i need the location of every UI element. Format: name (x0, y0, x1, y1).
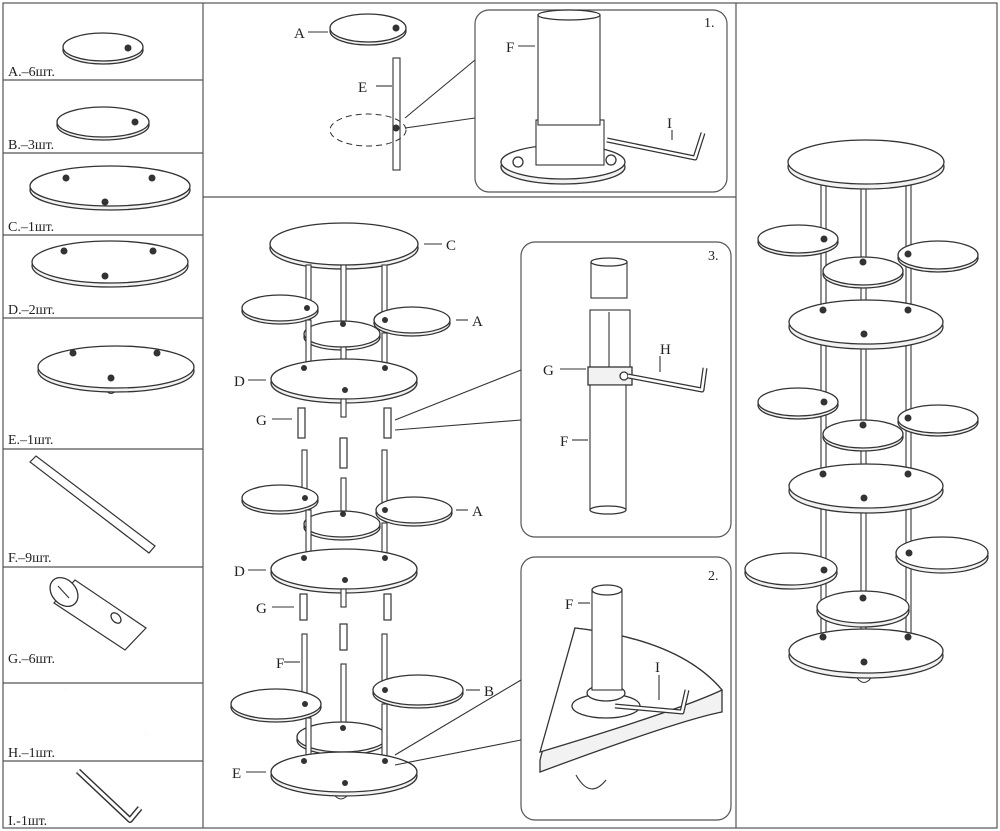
part-b-label: B.–3шт. (8, 138, 54, 153)
callout-g-inset3: G (543, 363, 554, 379)
callout-b: B (484, 684, 494, 700)
callout-d-upper: D (234, 374, 245, 390)
callout-d-lower: D (234, 564, 245, 580)
step-2-number: 2. (708, 569, 719, 584)
callout-e-top: E (358, 80, 367, 96)
part-f-tube (29, 455, 156, 554)
part-h-label: H.–1шт. (8, 746, 55, 761)
callout-c: C (446, 238, 456, 254)
callout-f-main: F (276, 656, 284, 672)
parts-list: A.–6шт. B.–3шт. C.–1шт. D.–2шт. (3, 32, 203, 829)
part-d-label: D.–2шт. (8, 303, 55, 318)
inset-step-3: 3. H G F (394, 241, 732, 538)
part-c-top-shelf (29, 165, 191, 211)
exploded-assembly: C A D G (230, 222, 494, 800)
callout-a-middle: A (472, 314, 483, 330)
part-e-label: E.–1шт. (8, 433, 53, 448)
inset-step-1: 1. F I (404, 9, 728, 193)
part-g-label: G.–6шт. (8, 652, 55, 667)
callout-i-inset1: I (667, 116, 672, 132)
callout-a-lower: A (472, 504, 483, 520)
callout-g-lower: G (256, 601, 267, 617)
part-b-shelf-medium (56, 106, 150, 141)
callout-f-inset3: F (560, 434, 568, 450)
step-1-number: 1. (704, 16, 715, 31)
callout-i-inset2: I (655, 660, 660, 676)
part-i-label: I.-1шт. (8, 814, 47, 829)
part-i-hex-key (75, 768, 143, 823)
callout-f-inset2: F (565, 597, 573, 613)
assembled-shelf (744, 139, 989, 684)
part-d-middle-shelf (31, 240, 189, 288)
callout-a-top: A (294, 26, 305, 42)
step-3-number: 3. (708, 249, 719, 264)
step-attach-shelf: A E (294, 13, 407, 171)
callout-e-main: E (232, 766, 241, 782)
part-h-hex-key (64, 688, 147, 750)
callout-h: H (660, 342, 671, 358)
part-g-connector (49, 577, 147, 651)
part-f-label: F.–9шт. (8, 551, 52, 566)
callout-f-inset1: F (506, 40, 514, 56)
part-a-shelf-small (62, 32, 144, 65)
inset-step-2: 2. F I (394, 556, 732, 821)
part-a-label: A.–6шт. (8, 65, 55, 80)
part-e-base-shelf (37, 345, 195, 395)
part-c-label: C.–1шт. (8, 220, 54, 235)
callout-g-upper: G (256, 413, 267, 429)
